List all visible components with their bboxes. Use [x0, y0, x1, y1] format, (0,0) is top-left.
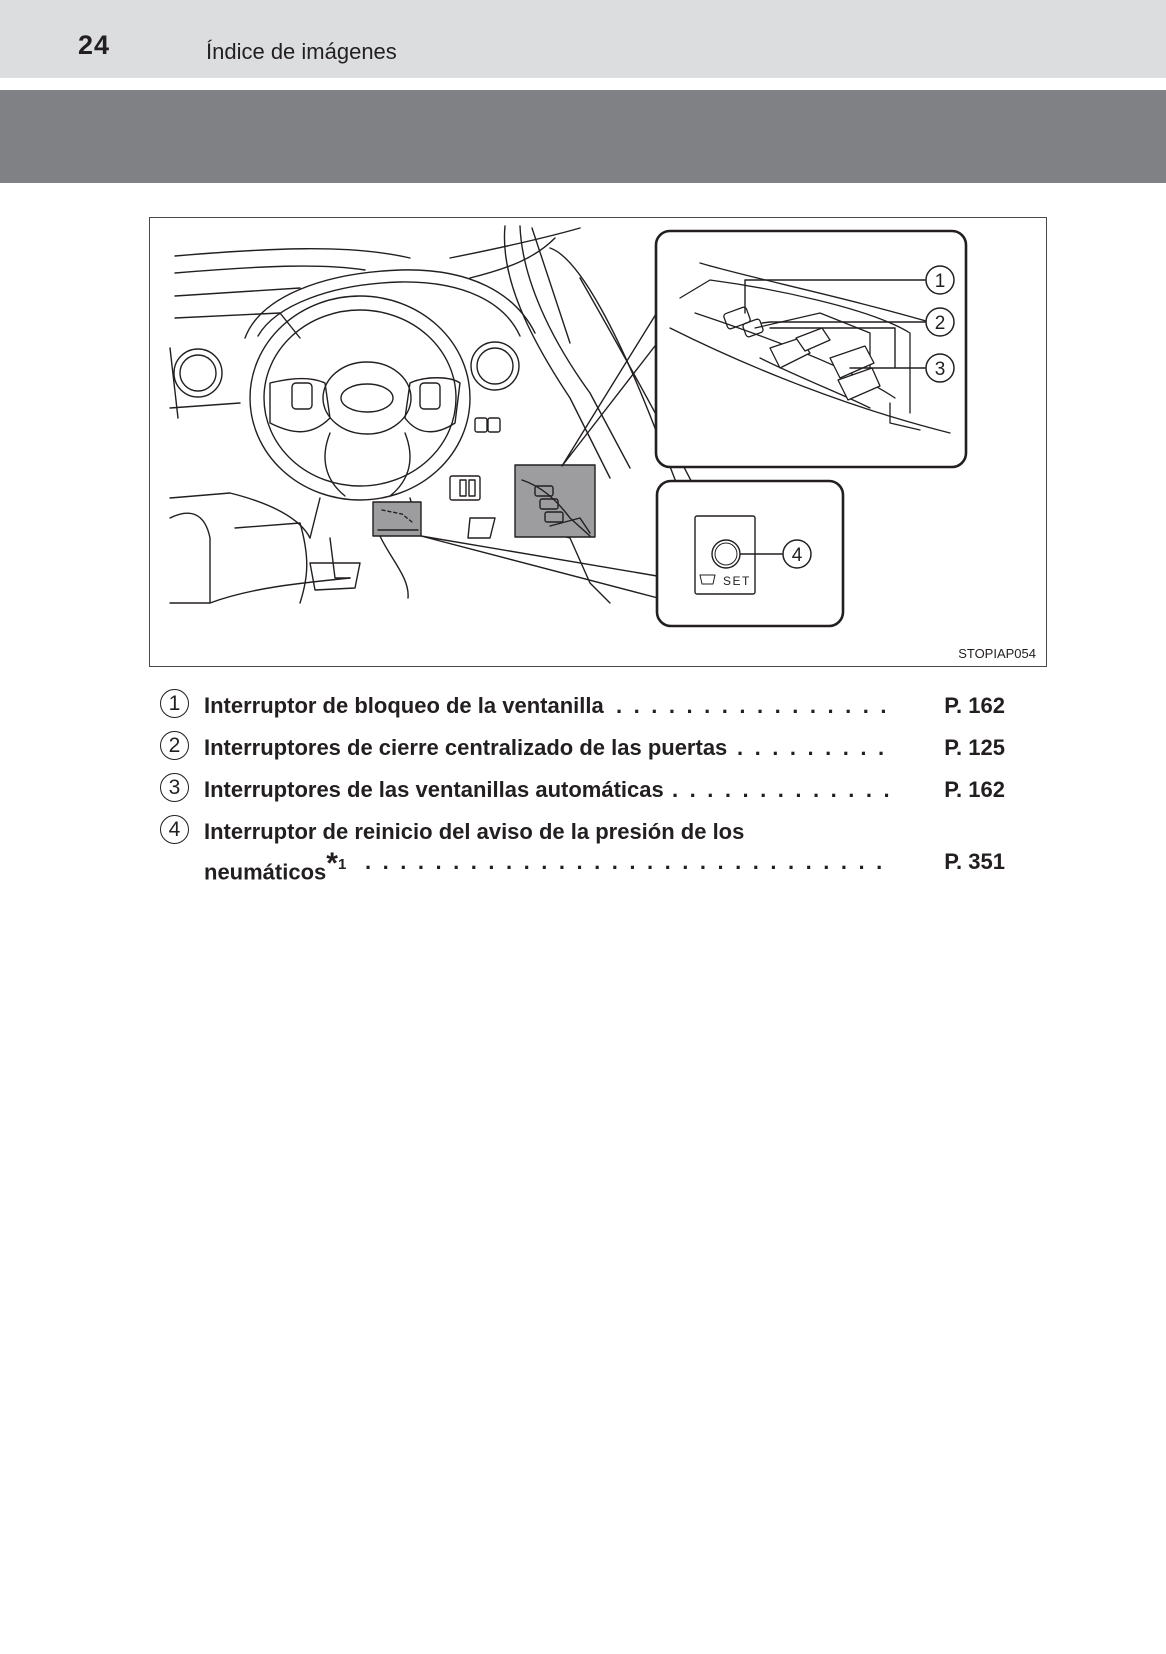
item-number: 1: [160, 689, 189, 718]
item-text-word: neumáticos: [204, 859, 327, 885]
list-item: 4 Interruptor de reinicio del aviso de l…: [160, 811, 1005, 884]
list-item: 3 Interruptores de las ventanillas autom…: [160, 769, 1005, 811]
dashboard-drawing: 1 2 3 4 SET: [169, 225, 968, 628]
item-number: 4: [160, 815, 189, 844]
footnote-asterisk: *: [326, 847, 338, 880]
item-text: Interruptores de las ventanillas automát…: [204, 777, 664, 802]
page-reference: P. 125: [944, 735, 1005, 760]
item-text: Interruptor de bloqueo de la ventanilla: [204, 693, 604, 718]
item-text: Interruptores de cierre centralizado de …: [204, 735, 728, 760]
list-item: 1 Interruptor de bloqueo de la ventanill…: [160, 685, 1005, 727]
page-reference: P. 351: [944, 849, 1005, 874]
dashboard-illustration: 1 2 3 4 SET STOPIAP054: [149, 217, 1047, 667]
section-band: [0, 90, 1166, 183]
callout-2-label: 2: [935, 313, 946, 334]
dot-leader: . . . . . . . . . . . . . . . . . . . . …: [616, 693, 890, 718]
dot-leader: . . . . . . . . . . . . . . . . . . . . …: [365, 849, 890, 874]
set-button-label: SET: [723, 574, 751, 588]
item-text-line-1: Interruptor de reinicio del aviso de la …: [204, 819, 745, 844]
item-text-line-2: neumáticos*1: [204, 847, 347, 885]
section-title: Índice de imágenes: [206, 39, 397, 64]
dot-leader: . . . . . . . . . . . . . . . . . . . . …: [672, 777, 890, 802]
item-number: 3: [160, 773, 189, 802]
legend-list: 1 Interruptor de bloqueo de la ventanill…: [160, 685, 1005, 884]
callout-4-label: 4: [792, 545, 803, 566]
page-reference: P. 162: [944, 777, 1005, 802]
header-bar: [0, 0, 1166, 78]
footnote-number: 1: [337, 856, 347, 873]
page-reference: P. 162: [944, 693, 1005, 718]
dot-leader: . . . . . . . . . . . . . . . . . . .: [737, 735, 890, 760]
list-item: 2 Interruptores de cierre centralizado d…: [160, 727, 1005, 769]
item-number: 2: [160, 731, 189, 760]
figure-code: STOPIAP054: [958, 646, 1036, 661]
callout-1-label: 1: [935, 271, 946, 292]
page-number: 24: [78, 30, 111, 60]
header-divider: [0, 78, 1166, 88]
footnote-marker: *1: [326, 847, 347, 880]
callout-3-label: 3: [935, 359, 946, 380]
